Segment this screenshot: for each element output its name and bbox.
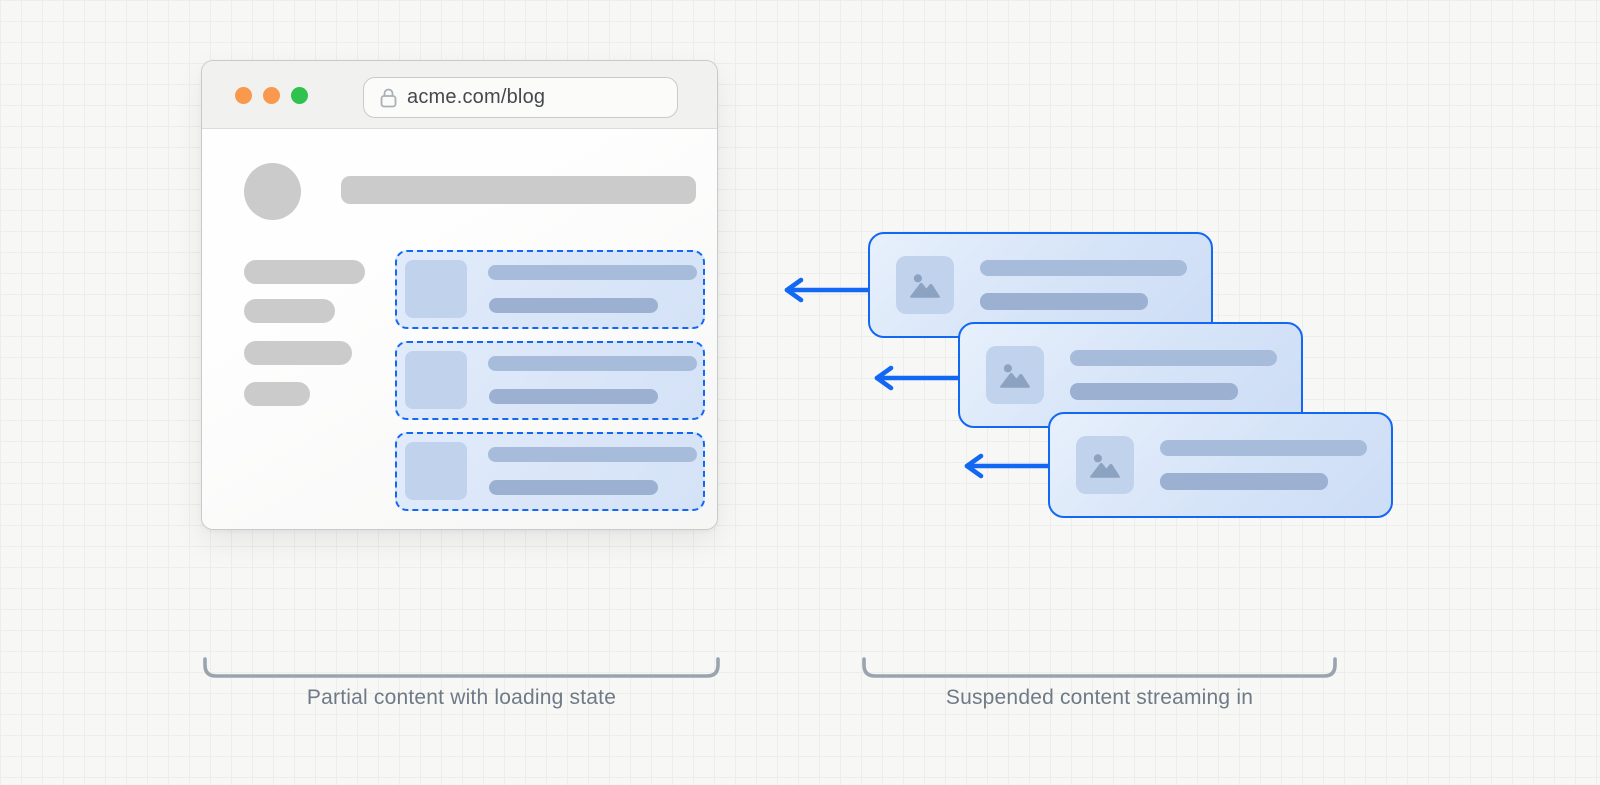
- sidebar-skeleton-bar: [244, 382, 310, 406]
- bracket-icon: [862, 657, 1337, 678]
- sidebar-skeleton-bar: [244, 341, 352, 365]
- sidebar-skeleton-bar: [244, 260, 365, 284]
- text-bar-skeleton: [489, 298, 658, 313]
- header-skeleton-bar: [341, 176, 696, 204]
- suspense-slot-card: [395, 250, 705, 329]
- suspense-slot-card: [395, 432, 705, 511]
- text-bar-skeleton: [489, 389, 658, 404]
- arrow-left-icon: [964, 453, 1048, 479]
- suspense-slot-card: [395, 341, 705, 420]
- text-bar-skeleton: [489, 480, 658, 495]
- text-bar-skeleton: [1160, 440, 1367, 456]
- text-bar-skeleton: [980, 260, 1187, 276]
- thumbnail-skeleton: [405, 260, 467, 318]
- image-placeholder-icon: [999, 364, 1031, 388]
- card-text-bars: [1070, 350, 1277, 400]
- arrow-left-icon: [874, 365, 958, 391]
- text-bar-skeleton: [488, 265, 697, 280]
- url-text: acme.com/blog: [407, 86, 546, 108]
- thumbnail-skeleton: [405, 442, 467, 500]
- url-bar: acme.com/blog: [363, 77, 678, 118]
- arrow-left-icon: [784, 277, 868, 303]
- browser-titlebar: acme.com/blog: [202, 61, 717, 129]
- caption-left: Partial content with loading state: [306, 686, 617, 709]
- card-thumbnail: [986, 346, 1044, 404]
- image-placeholder-icon: [1089, 454, 1121, 478]
- traffic-lights: [235, 61, 308, 129]
- stream-card: [868, 232, 1213, 338]
- traffic-light-close: [235, 86, 252, 104]
- text-bar-skeleton: [1070, 350, 1277, 366]
- bracket-icon: [203, 657, 720, 678]
- text-bar-skeleton: [1160, 473, 1328, 490]
- caption-right: Suspended content streaming in: [945, 686, 1254, 709]
- text-bar-skeleton: [980, 293, 1148, 310]
- lock-icon: [380, 88, 397, 108]
- browser-content: [202, 129, 717, 529]
- card-text-bars: [1160, 440, 1367, 490]
- stream-card: [1048, 412, 1393, 518]
- text-bar-skeleton: [488, 447, 697, 462]
- text-bar-skeleton: [488, 356, 697, 371]
- avatar-skeleton: [244, 163, 301, 220]
- sidebar-skeleton-bar: [244, 299, 335, 323]
- card-text-bars: [980, 260, 1187, 310]
- card-thumbnail: [896, 256, 954, 314]
- thumbnail-skeleton: [405, 351, 467, 409]
- traffic-light-zoom: [291, 86, 308, 104]
- browser-window: acme.com/blog: [201, 60, 718, 530]
- text-bar-skeleton: [1070, 383, 1238, 400]
- card-thumbnail: [1076, 436, 1134, 494]
- traffic-light-minimize: [263, 86, 280, 104]
- image-placeholder-icon: [909, 274, 941, 298]
